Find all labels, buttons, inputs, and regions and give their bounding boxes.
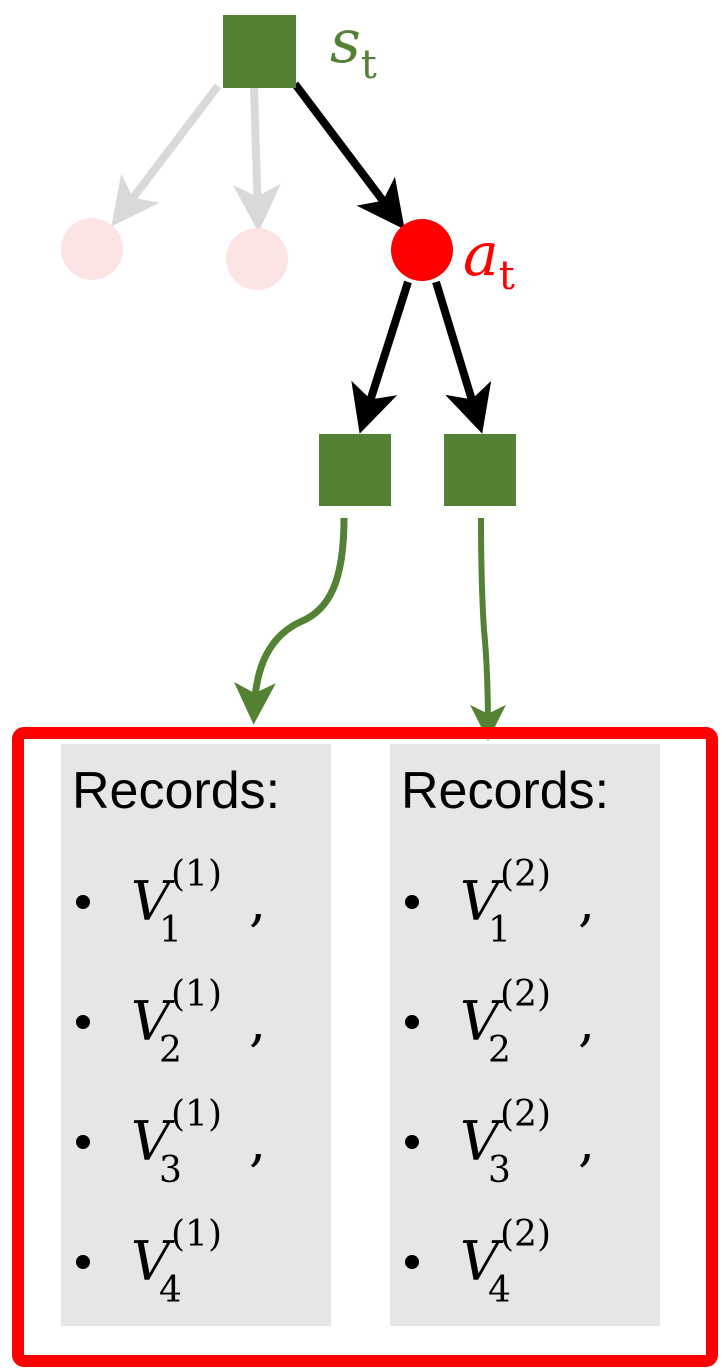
record-item: V3 (1),: [76, 1094, 266, 1191]
selected-edge: [291, 81, 405, 230]
record-variable: V: [131, 1230, 175, 1293]
record-item: V4 (1): [76, 1214, 222, 1311]
record-superscript: (2): [500, 1094, 551, 1135]
record-subscript: 4: [159, 1270, 182, 1311]
record-comma: ,: [249, 870, 266, 933]
record-comma: ,: [249, 1110, 266, 1173]
record-variable: V: [131, 1110, 175, 1173]
record-subscript: 2: [159, 1030, 182, 1071]
unselected-action-node-1: [61, 218, 123, 280]
record-superscript: (2): [500, 974, 551, 1015]
record-subscript: 2: [488, 1030, 511, 1071]
bullet-icon: [405, 1135, 419, 1149]
record-superscript: (2): [500, 1214, 551, 1255]
bullet-icon: [405, 895, 419, 909]
root-state-node: [223, 15, 296, 88]
record-variable: V: [131, 870, 175, 933]
record-item: V2 (2),: [405, 974, 595, 1071]
record-arrow-1: [233, 517, 348, 725]
bullet-icon: [76, 1255, 90, 1269]
child-edge-2: [432, 280, 492, 434]
bullet-icon: [76, 1135, 90, 1149]
bullet-icon: [405, 1255, 419, 1269]
record-item: V2 (1),: [76, 974, 266, 1071]
selected-action-node: [391, 219, 453, 281]
child-state-node-2: [444, 434, 516, 506]
record-variable: V: [131, 990, 175, 1053]
record-variable: V: [460, 1230, 504, 1293]
bullet-icon: [76, 895, 90, 909]
record-subscript: 3: [159, 1150, 182, 1191]
record-item: V4 (2): [405, 1214, 551, 1311]
records-panel-2: Records: V1(2),V2(2),V3(2),V4(2): [390, 744, 660, 1326]
records-title-2: Records:: [401, 762, 609, 820]
bullet-icon: [405, 1015, 419, 1029]
record-subscript: 1: [159, 910, 182, 951]
record-superscript: (1): [171, 974, 222, 1015]
bullet-icon: [76, 1015, 90, 1029]
record-comma: ,: [578, 870, 595, 933]
record-variable: V: [460, 990, 504, 1053]
record-item: V1 (1),: [76, 854, 266, 951]
record-subscript: 3: [488, 1150, 511, 1191]
child-state-node-1: [319, 434, 391, 506]
record-comma: ,: [578, 1110, 595, 1173]
record-arrow-2: [469, 517, 506, 741]
record-item: V1 (2),: [405, 854, 595, 951]
record-item: V3 (2),: [405, 1094, 595, 1191]
faded-edge-2: [232, 87, 281, 233]
record-superscript: (1): [171, 1094, 222, 1135]
record-subscript: 1: [488, 910, 511, 951]
record-comma: ,: [249, 990, 266, 1053]
record-variable: V: [460, 870, 504, 933]
records-title-1: Records:: [72, 762, 280, 820]
records-panel-1: Records: V1(1),V2(1),V3(1),V4(1): [61, 744, 331, 1326]
record-subscript: 4: [488, 1270, 511, 1311]
root-state-label: st: [330, 7, 377, 88]
records-container: [12, 727, 718, 1367]
record-superscript: (1): [171, 854, 222, 895]
record-superscript: (1): [171, 1214, 222, 1255]
record-superscript: (2): [500, 854, 551, 895]
unselected-action-node-2: [226, 228, 288, 290]
faded-edge-1: [111, 83, 222, 227]
child-edge-1: [351, 280, 412, 434]
action-label: at: [463, 220, 515, 299]
record-comma: ,: [578, 990, 595, 1053]
record-variable: V: [460, 1110, 504, 1173]
